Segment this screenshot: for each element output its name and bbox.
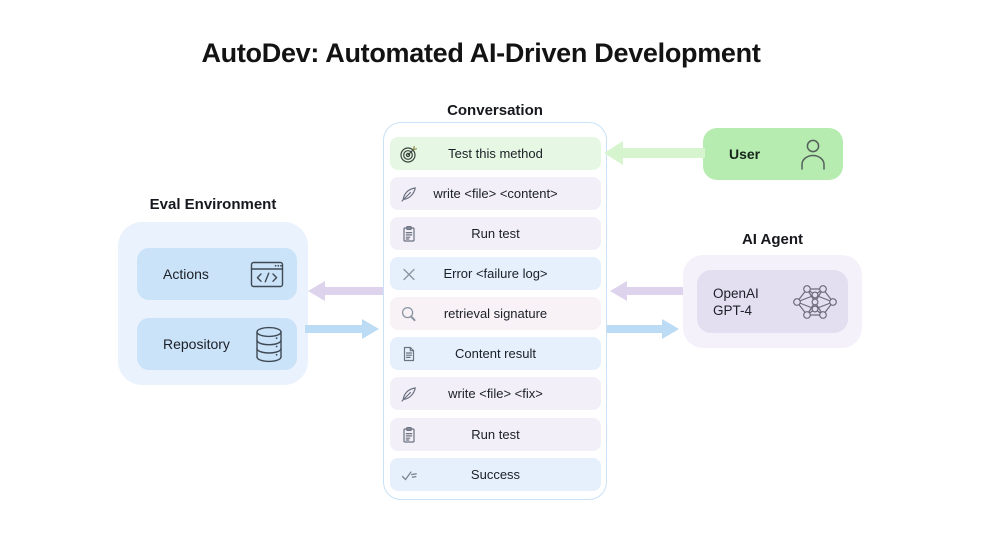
clipboard-icon: [399, 425, 419, 445]
target-icon: [399, 144, 419, 164]
arrowhead: [362, 319, 379, 339]
conversation-row: retrieval signature: [390, 297, 601, 330]
arrow-shaft: [607, 325, 664, 333]
conversation-row: Run test: [390, 217, 601, 250]
row-label: Test this method: [448, 146, 543, 161]
row-label: Error <failure log>: [443, 266, 548, 281]
arrow-shaft: [305, 325, 364, 333]
conversation-row: Error <failure log>: [390, 257, 601, 290]
arrow-conversation-to-eval: [308, 281, 383, 301]
row-label: Run test: [471, 226, 520, 241]
conversation-row: Test this method: [390, 137, 601, 170]
arrow-eval-to-conversation: [305, 319, 379, 339]
openai-gpt4-box: OpenAI GPT-4: [697, 270, 848, 333]
person-icon: [796, 136, 828, 172]
magnifier-icon: [399, 304, 419, 324]
arrowhead: [662, 319, 679, 339]
row-label: retrieval signature: [443, 306, 548, 321]
clipboard-icon: [399, 224, 419, 244]
page-title: AutoDev: Automated AI-Driven Development: [201, 38, 761, 68]
row-label: write <file> <fix>: [448, 386, 543, 401]
arrow-shaft: [625, 287, 683, 295]
arrow-shaft: [323, 287, 383, 295]
feather-icon: [399, 184, 419, 204]
x-icon: [399, 264, 419, 284]
feather-icon: [399, 384, 419, 404]
eval-environment-heading: Eval Environment: [149, 196, 277, 213]
arrow-user-to-conversation: [604, 140, 705, 166]
arrowhead: [308, 281, 325, 301]
check-icon: [399, 465, 419, 485]
code-window-icon: [250, 261, 284, 288]
neural-network-icon: [792, 282, 838, 322]
repository-label: Repository: [163, 336, 230, 352]
model-label-line2: GPT-4: [713, 302, 753, 318]
conversation-row: write <file> <fix>: [390, 377, 601, 410]
row-label: write <file> <content>: [433, 186, 558, 201]
model-label: OpenAI GPT-4: [713, 285, 759, 319]
user-label: User: [729, 146, 761, 162]
conversation-row: Success: [390, 458, 601, 491]
actions-label: Actions: [163, 266, 209, 282]
repository-box: Repository: [137, 318, 297, 370]
document-icon: [399, 344, 419, 364]
model-label-line1: OpenAI: [713, 285, 759, 301]
arrow-shaft: [619, 148, 705, 158]
arrowhead: [604, 141, 623, 165]
conversation-row: Content result: [390, 337, 601, 370]
row-label: Content result: [455, 346, 536, 361]
conversation-row: Run test: [390, 418, 601, 451]
arrow-conversation-to-agent: [607, 319, 679, 339]
row-label: Success: [470, 467, 521, 482]
actions-box: Actions: [137, 248, 297, 300]
arrowhead: [610, 281, 627, 301]
row-label: Run test: [471, 427, 520, 442]
conversation-heading: Conversation: [447, 102, 543, 119]
conversation-row: write <file> <content>: [390, 177, 601, 210]
user-box: User: [703, 128, 843, 180]
database-icon: [254, 326, 284, 363]
ai-agent-heading: AI Agent: [741, 231, 804, 248]
arrow-agent-to-conversation: [610, 281, 683, 301]
